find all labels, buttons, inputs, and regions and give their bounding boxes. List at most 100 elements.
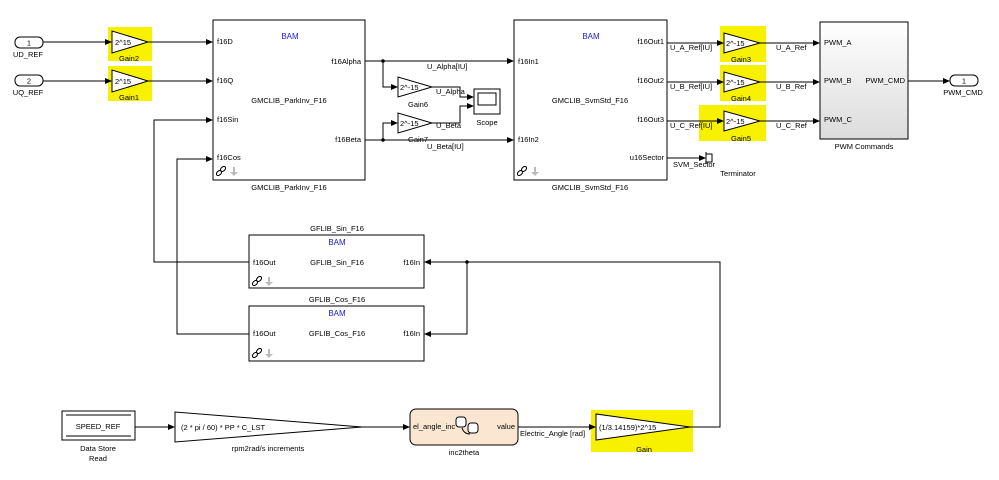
inport-ud-ref[interactable]: 1 UD_REF: [13, 36, 44, 59]
terminator-block[interactable]: Terminator: [705, 152, 756, 178]
signal-label: U_B_Ref[IU]: [670, 82, 712, 91]
scope-block[interactable]: Scope: [473, 88, 501, 127]
pwm-commands-block[interactable]: PWM_A PWM_B PWM_C PWM_CMD PWM Commands: [819, 21, 909, 151]
gain2-block[interactable]: 2^15 Gain2: [108, 27, 152, 63]
stateflow-chart-icon: [455, 416, 479, 435]
gain-value: 2^-15: [400, 119, 419, 128]
sin-block[interactable]: GFLIB_Sin_F16 BAM f16Out f16In GFLIB_Sin…: [248, 224, 425, 289]
block-name: PWM Commands: [835, 142, 894, 151]
port-label: u16Sector: [630, 153, 665, 162]
signal-label: U_C_Ref[IU]: [670, 121, 713, 130]
block-name: GFLIB_Cos_F16: [309, 295, 365, 304]
inport-label: UD_REF: [13, 50, 43, 59]
link-icon: [215, 165, 227, 177]
signal-label: U_C_Ref: [776, 121, 808, 130]
bam-label: BAM: [582, 32, 600, 41]
port-label: PWM_C: [824, 115, 853, 124]
data-store-read-block[interactable]: SPEED_REF Data Store Read: [61, 410, 136, 463]
inport-number: 2: [27, 77, 31, 86]
park-inv-block[interactable]: BAM f16D f16Q f16Sin f16Cos f16Alpha f16…: [212, 19, 366, 192]
arrow-down-icon: [265, 349, 273, 358]
outport-label: PWM_CMD: [943, 88, 983, 97]
signal-label: U_Beta[IU]: [427, 142, 464, 151]
gain-label: Gain3: [731, 55, 751, 64]
arrow-down-icon: [265, 277, 273, 286]
port-label: f16Out3: [637, 115, 664, 124]
port-label: f16In: [403, 258, 420, 267]
bam-label: BAM: [328, 309, 346, 318]
port-label: el_angle_inc: [413, 422, 455, 431]
port-label: f16Q: [217, 76, 233, 85]
signal-label: Electric_Angle [rad]: [520, 429, 585, 438]
gain5-block[interactable]: 2^-15 Gain5: [699, 105, 766, 143]
data-store-variable: SPEED_REF: [76, 422, 121, 431]
gain7-block[interactable]: 2^-15 Gain7: [397, 112, 434, 144]
inport-uq-ref[interactable]: 2 UQ_REF: [13, 74, 44, 97]
svm-block[interactable]: BAM f16In1 f16In2 f16Out1 f16Out2 f16Out…: [513, 19, 668, 192]
block-name: GFLIB_Sin_F16: [310, 224, 364, 233]
gain-label: Gain1: [119, 93, 139, 102]
gain-label: Gain2: [119, 54, 139, 63]
port-label: value: [497, 422, 515, 431]
port-label: f16In: [403, 329, 420, 338]
cos-block[interactable]: GFLIB_Cos_F16 BAM f16Out f16In GFLIB_Cos…: [248, 295, 425, 362]
signal-label: U_A_Ref: [776, 43, 807, 52]
gain1-block[interactable]: 2^15 Gain1: [108, 66, 152, 102]
gain-value: 2^-15: [726, 117, 745, 126]
link-icon: [251, 275, 263, 287]
gain-value: 2^15: [115, 38, 131, 47]
scope-screen-icon: [477, 92, 497, 106]
port-label: f16Alpha: [331, 57, 361, 66]
gain-label: Gain6: [408, 100, 428, 109]
gain-value: 2^15: [115, 77, 131, 86]
port-label: f16In2: [518, 135, 539, 144]
gain-value: 2^-15: [726, 39, 745, 48]
port-label: f16In1: [518, 57, 539, 66]
port-label: f16Out2: [637, 76, 664, 85]
gain-value: (2 * pi / 60) * PP * C_LST: [181, 423, 265, 432]
gain-label: Gain5: [731, 134, 751, 143]
scope-label: Scope: [476, 118, 497, 127]
gain-value: 2^-15: [726, 78, 745, 87]
block-name: inc2theta: [449, 448, 480, 457]
gain6-block[interactable]: 2^-15 Gain6: [397, 76, 434, 109]
port-label: f16Cos: [217, 153, 241, 162]
block-name: Read: [89, 454, 107, 463]
signal-label: U_Alpha: [436, 87, 466, 96]
inport-label: UQ_REF: [13, 88, 44, 97]
terminator-label: Terminator: [720, 169, 756, 178]
inc2theta-chart-block[interactable]: el_angle_inc value inc2theta: [409, 408, 519, 457]
gain-label: Gain4: [731, 94, 751, 103]
link-icon: [251, 347, 263, 359]
signal-lines[interactable]: [43, 39, 950, 430]
signal-label: SVM_Sector: [673, 160, 716, 169]
port-label: f16Beta: [335, 135, 362, 144]
signal-label: U_A_Ref[IU]: [670, 43, 712, 52]
block-inner-name: GMCLIB_SvmStd_F16: [552, 96, 628, 105]
gain-block[interactable]: (1/3.14159)*2^15 Gain: [591, 410, 693, 454]
gain-label: Gain: [636, 445, 652, 454]
block-name: GMCLIB_ParkInv_F16: [251, 183, 326, 192]
gain4-block[interactable]: 2^-15 Gain4: [720, 65, 766, 103]
rpm2rad-gain-block[interactable]: (2 * pi / 60) * PP * C_LST rpm2rad/s inc…: [174, 411, 363, 453]
signal-label: U_Beta: [436, 121, 462, 130]
outport-pwm-cmd[interactable]: 1 PWM_CMD: [943, 74, 983, 97]
port-label: f16Out: [253, 329, 276, 338]
port-label: f16Out: [253, 258, 276, 267]
gain-value: (1/3.14159)*2^15: [599, 423, 656, 432]
port-label: f16D: [217, 37, 233, 46]
port-label: PWM_A: [824, 38, 852, 47]
port-label: PWM_CMD: [865, 76, 905, 85]
port-label: f16Sin: [217, 115, 238, 124]
block-name: Data Store: [80, 444, 116, 453]
block-inner-name: GFLIB_Sin_F16: [310, 258, 364, 267]
signal-labels: U_Alpha[IU] U_Alpha U_Beta U_Beta[IU] U_…: [427, 43, 808, 438]
bam-label: BAM: [281, 32, 299, 41]
arrow-down-icon: [531, 167, 539, 176]
gain-value: 2^-15: [400, 83, 419, 92]
gain3-block[interactable]: 2^-15 Gain3: [720, 26, 766, 64]
block-name: GMCLIB_SvmStd_F16: [552, 183, 628, 192]
signal-label: U_B_Ref: [776, 82, 807, 91]
port-label: PWM_B: [824, 76, 852, 85]
